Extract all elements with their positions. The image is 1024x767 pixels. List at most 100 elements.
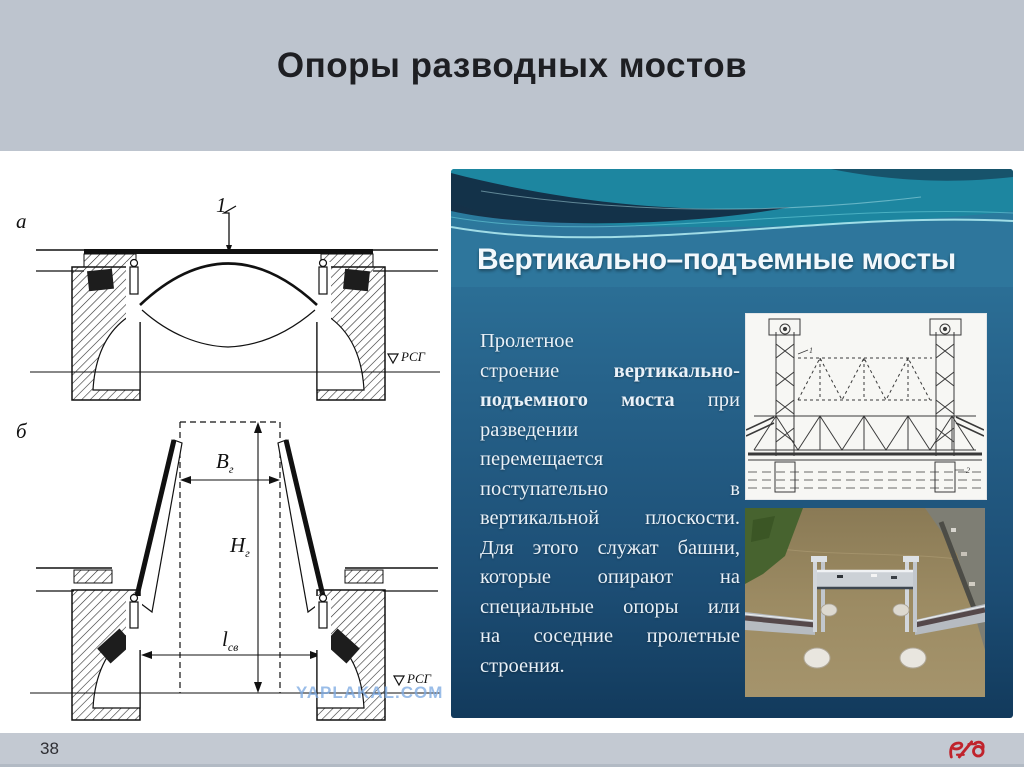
panel-title: Вертикально–подъемные мосты: [477, 243, 956, 276]
wave-highlight-1: [451, 218, 1013, 239]
paragraph-line: которые опирают на: [480, 566, 740, 588]
paragraph-line: Пролетное: [480, 330, 574, 352]
paragraph-line: строение вертикально-: [480, 359, 740, 382]
logo-letter-d-bowl: [972, 745, 985, 758]
diagram-a-closed-span: a 1: [16, 193, 440, 401]
diagram-a-label: a: [16, 209, 27, 233]
wave-dark-swoosh: [451, 173, 791, 224]
water-level-label-b: РСГ: [406, 671, 432, 686]
embankment-road: [938, 521, 980, 617]
pivot-post-b-left: [129, 601, 139, 629]
water-level-icon-b: [392, 675, 406, 687]
lift-bridge-drawing: 1 2: [745, 313, 987, 500]
raised-deck-span: [817, 569, 913, 590]
photo-right-tower: [903, 556, 919, 632]
lift-bridge-drawing-svg: 1 2: [746, 318, 984, 493]
dim-l-label: lсв: [222, 627, 238, 654]
watermark-text: YAPLAKAL.COM: [296, 683, 443, 702]
pier-cap-large-left: [803, 647, 831, 669]
rzd-logo-icon: [949, 740, 985, 759]
right-tower: [929, 318, 962, 456]
panel-paragraph: Пролетное строение вертикально-подъемного…: [480, 327, 740, 681]
closed-leaves-arc: [139, 262, 318, 306]
dim-h-arrow-bottom: [254, 682, 262, 693]
dim-b-label: Вг: [216, 449, 234, 476]
drawing-label-2: 2: [966, 466, 970, 475]
car-2: [871, 574, 877, 577]
pivot-post-left: [129, 266, 139, 295]
approach-girders: [746, 416, 984, 437]
wave-dark-corner: [831, 169, 1013, 181]
paragraph-line: подъемного моста при: [480, 389, 740, 411]
dim-l-arrow-right: [310, 651, 321, 659]
right-roadway: [914, 607, 985, 628]
drawing-label-1: 1: [809, 346, 813, 355]
pivot-post-right: [318, 266, 328, 295]
clearance-box: [179, 421, 281, 693]
car-1: [837, 575, 843, 578]
deck-truss: [753, 415, 976, 451]
water-level-label-a: РСГ: [400, 349, 426, 364]
pivot-post-b-right: [318, 601, 328, 629]
wave-highlight-3: [480, 190, 922, 210]
building-2: [961, 552, 967, 556]
wave-highlight-2: [451, 210, 1013, 228]
trees-patch: [751, 516, 775, 542]
slide-title: Опоры разводных мостов: [276, 46, 748, 85]
diagram-b-label: б: [16, 419, 28, 443]
pivot-b-right: [318, 593, 328, 603]
photo-left-tower: [811, 556, 827, 632]
lift-bridge-photo-svg: [745, 508, 985, 697]
wave-body-fill: [451, 221, 1013, 287]
water-streak: [774, 547, 966, 561]
counterweight-right: [343, 268, 370, 292]
water-level-icon: [386, 353, 400, 365]
callout-1-label: 1: [216, 193, 227, 217]
counterweight-left: [87, 268, 114, 292]
left-railing: [745, 613, 816, 622]
slide-footer: 38: [0, 733, 1024, 767]
paragraph-line: вертикальной плоскости.: [480, 507, 740, 529]
corbel-b-left: [73, 569, 113, 584]
dim-h-label: Нг: [229, 533, 250, 560]
pier-cap-large-right: [899, 647, 927, 669]
pier-cap-small-right: [892, 603, 910, 617]
left-roadway: [745, 615, 816, 628]
paragraph-line: на соседние пролетные: [480, 625, 740, 647]
logo-letter-r: [949, 741, 964, 759]
leaf-right: [277, 439, 325, 614]
deck-plate: [84, 249, 373, 254]
paragraph-line: разведении: [480, 418, 579, 441]
pier-diagrams: a 1: [16, 193, 443, 721]
callout-1-leader: [221, 205, 237, 246]
logo-letter-d-tail: [973, 740, 985, 751]
paragraph-line: специальные опоры или: [480, 595, 740, 618]
paragraph-line: перемещается: [480, 448, 604, 470]
corbel-b-right: [344, 569, 384, 584]
paragraph-line: Для этого служат башни,: [480, 536, 740, 559]
raised-span-dashed: [797, 356, 932, 402]
left-tower: [768, 318, 801, 456]
leaf-right-edge: [283, 439, 327, 601]
pivot-left: [129, 258, 139, 268]
paragraph-line: строения.: [480, 654, 565, 677]
leaf-underside-curve: [141, 309, 316, 348]
paragraph-line: поступательно в: [480, 477, 740, 500]
dim-b-arrow-right: [269, 476, 280, 484]
wave-decoration: [451, 169, 1013, 287]
pivot-right: [318, 258, 328, 268]
page-number: 38: [40, 739, 59, 758]
city-bank: [925, 508, 985, 650]
lift-bridge-panel: Вертикально–подъемные мосты Пролетное стр…: [451, 169, 1013, 718]
drawing-pier-right: [934, 461, 956, 493]
diagram-b-open-span: б Нг Вг lсв: [16, 419, 443, 721]
water-dashes: [748, 471, 982, 489]
drawing-pier-left: [774, 461, 796, 493]
leaf-left-edge: [133, 439, 177, 601]
slide-header: Опоры разводных мостов: [0, 0, 1024, 151]
right-railing: [914, 605, 985, 622]
building-1: [951, 528, 956, 532]
counterweight-b-right: [324, 628, 360, 664]
dim-l-arrow-left: [141, 651, 152, 659]
